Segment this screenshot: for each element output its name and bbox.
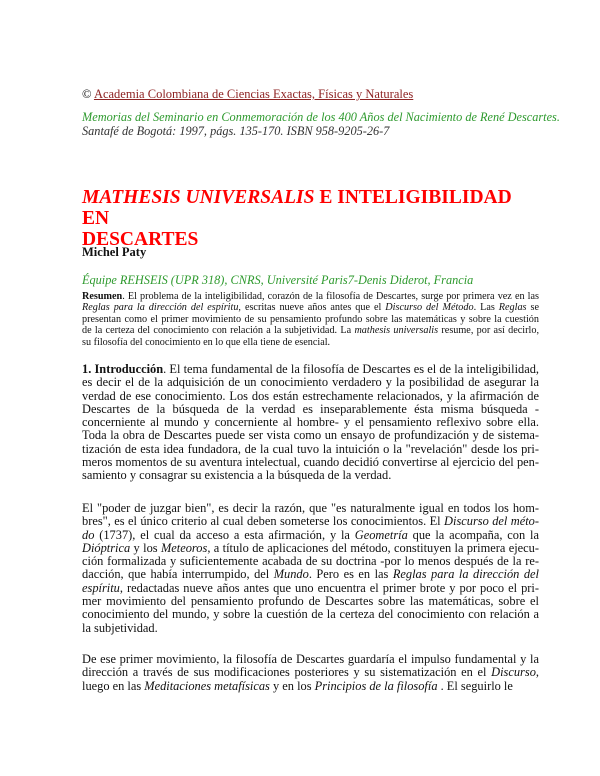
text-run: resume, por así decirlo,: [438, 325, 539, 337]
italic-text: do: [82, 527, 95, 542]
text-run: es decir el de la adquisición de un cono…: [82, 375, 539, 390]
text-run: samiento y consagrar su existencia a la …: [82, 468, 392, 483]
italic-text: Meteoros: [160, 540, 208, 555]
text-line: Resumen. El problema de la inteligibilid…: [82, 291, 539, 302]
text-run: . Las: [473, 302, 499, 314]
text-run: Descartes de la búsqueda de la verdad es…: [82, 401, 539, 416]
section-heading: 1. Introducción: [82, 362, 164, 376]
italic-text: Reglas para la dirección del espíritu: [82, 302, 239, 314]
italic-text: Discurso del méto-: [444, 514, 539, 529]
italic-text: mathesis universalis: [354, 325, 439, 337]
text-line: dacción, que había interrumpido, del Mun…: [82, 568, 539, 581]
abstract: Resumen. El problema de la inteligibilid…: [82, 291, 539, 348]
text-line: es decir el de la adquisición de un cono…: [82, 376, 539, 389]
text-line: meros momentos de su aventura intelectua…: [82, 455, 539, 470]
text-line: samiento y consagrar su existencia a la …: [82, 469, 539, 482]
text-run: y los: [130, 540, 161, 555]
text-run: concerniente al mundo y concerniente al …: [82, 415, 539, 430]
text-run: y en los: [269, 678, 315, 693]
text-line: verdad de ese conocimiento. Los dos está…: [82, 388, 539, 403]
text-run: de la certeza del conocimiento con relac…: [82, 325, 355, 337]
text-line: conocimiento del mundo, y sobre la cuest…: [82, 608, 539, 621]
paragraph-introduction: 1. Introducción. El tema fundamental de …: [82, 362, 539, 483]
text-line: de la certeza del conocimiento con relac…: [82, 325, 539, 336]
text-run: su filosofía del conocimiento en lo que …: [82, 336, 331, 348]
text-line: luego en las Meditaciones metafísicas y …: [82, 678, 539, 693]
text-run: luego en las: [82, 678, 145, 693]
text-run: ,: [535, 665, 539, 680]
text-run: , a título de aplicaciones del método, c…: [207, 540, 539, 555]
text-run: la subjetividad.: [82, 620, 158, 635]
paragraph-2: El "poder de juzgar bien", es decir la r…: [82, 501, 539, 635]
text-line: concerniente al mundo y concerniente al …: [82, 416, 539, 429]
text-run: El "poder de juzgar bien", es decir la r…: [82, 501, 539, 515]
text-run: , redactadas nueve años antes que uno en…: [119, 580, 539, 595]
italic-text: Reglas para la dirección del: [392, 567, 539, 582]
italic-text: espíritu: [82, 580, 120, 595]
title-italic: MATHESIS UNIVERSALIS: [82, 187, 315, 208]
author: Michel Paty: [82, 245, 147, 259]
section-heading: Resumen: [82, 291, 123, 302]
text-run: , escritas nueve años antes que el: [238, 302, 386, 314]
text-run: mer movimiento del pensamiento profundo …: [82, 594, 539, 609]
text-line: El "poder de juzgar bien", es decir la r…: [82, 501, 539, 515]
text-line: Dióptrica y los Meteoros, a título de ap…: [82, 540, 539, 555]
affiliation: Équipe REHSEIS (UPR 318), CNRS, Universi…: [82, 273, 474, 287]
citation: Santafé de Bogotá: 1997, págs. 135-170. …: [82, 124, 390, 138]
text-run: (1737), el cual da acceso a esta afirmac…: [94, 527, 355, 542]
text-line: bres", es el único criterio al cual debe…: [82, 515, 539, 528]
title-line2: DESCARTES: [82, 229, 199, 250]
text-run: bres", es el único criterio al cual debe…: [82, 514, 445, 529]
text-run: . Pero es en las: [308, 567, 393, 582]
text-run: De ese primer movimiento, la filosofía d…: [82, 652, 539, 666]
text-line: presentan como el primer movimiento de s…: [82, 314, 539, 325]
title-rest: E INTELIGIBILIDAD EN: [82, 187, 512, 229]
text-line: Toda la obra de Descartes puede ser vist…: [82, 429, 539, 442]
text-run: presentan como el primer movimiento de s…: [82, 313, 539, 325]
text-line: Descartes de la búsqueda de la verdad es…: [82, 401, 539, 416]
italic-text: Mundo: [273, 567, 309, 582]
italic-text: Meditaciones metafísicas: [144, 678, 270, 693]
text-run: conocimiento del mundo, y sobre la cuest…: [82, 607, 539, 622]
text-run: meros momentos de su aventura intelectua…: [82, 455, 539, 470]
text-run: . El seguirlo le: [437, 678, 513, 693]
text-line: su filosofía del conocimiento en lo que …: [82, 337, 539, 348]
text-run: que la acompaña, con la: [407, 527, 539, 542]
copyright-line: © Academia Colombiana de Ciencias Exacta…: [82, 87, 539, 102]
article-title: MATHESIS UNIVERSALIS E INTELIGIBILIDAD E…: [82, 187, 539, 250]
text-run: se: [526, 302, 540, 314]
text-line: la subjetividad.: [82, 620, 539, 635]
text-line: mer movimiento del pensamiento profundo …: [82, 594, 539, 609]
text-line: espíritu, redactadas nueve años antes qu…: [82, 580, 539, 595]
text-run: . El tema fundamental de la filosofía de…: [163, 362, 539, 376]
text-run: . El problema de la inteligibilidad, cor…: [122, 291, 539, 302]
italic-text: Discurso: [491, 665, 536, 680]
italic-text: Reglas: [498, 302, 527, 314]
text-run: dacción, que había interrumpido, del: [82, 567, 274, 582]
source-line: Memorias del Seminario en Conmemoración …: [82, 110, 560, 124]
publisher-link[interactable]: Academia Colombiana de Ciencias Exactas,…: [93, 87, 414, 101]
text-line: Reglas para la dirección del espíritu, e…: [82, 302, 539, 313]
paragraph-3: De ese primer movimiento, la filosofía d…: [82, 652, 539, 693]
text-line: do (1737), el cual da acceso a esta afir…: [82, 527, 539, 542]
text-run: tización de esta idea fundadora, de la c…: [82, 441, 539, 456]
italic-text: Dióptrica: [82, 540, 131, 555]
text-line: De ese primer movimiento, la filosofía d…: [82, 652, 539, 666]
italic-text: Principios de la filosofía: [314, 678, 438, 693]
text-line: ción formalizada y suficientemente acaba…: [82, 555, 539, 568]
italic-text: Geometría: [354, 527, 408, 542]
text-line: 1. Introducción. El tema fundamental de …: [82, 362, 539, 376]
text-run: ción formalizada y suficientemente acaba…: [82, 554, 539, 569]
text-line: tización de esta idea fundadora, de la c…: [82, 441, 539, 456]
text-line: dirección a través de sus modificaciones…: [82, 666, 539, 679]
italic-text: Discurso del Método: [385, 302, 474, 314]
copyright-symbol: ©: [82, 87, 92, 101]
text-run: Toda la obra de Descartes puede ser vist…: [82, 428, 539, 443]
text-run: dirección a través de sus modificaciones…: [82, 665, 492, 680]
text-run: verdad de ese conocimiento. Los dos está…: [82, 388, 539, 403]
